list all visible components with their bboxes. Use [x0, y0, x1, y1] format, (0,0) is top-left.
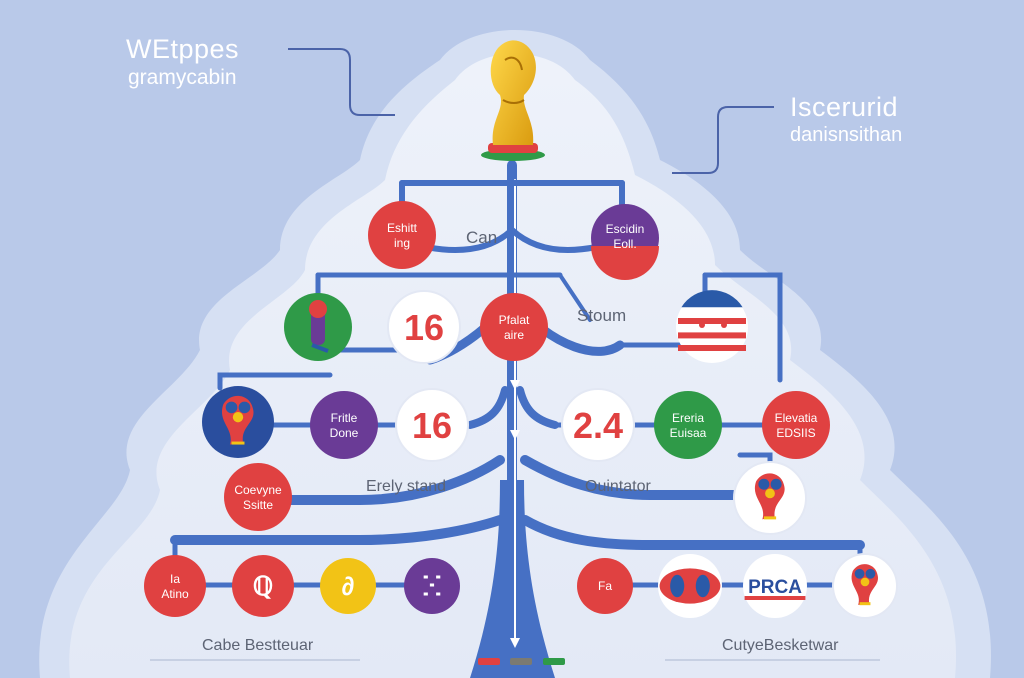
node-24: 2.4 [561, 388, 635, 462]
node-label: Eoll. [613, 237, 636, 251]
node-logo-blue [202, 386, 274, 458]
node-circle [144, 555, 206, 617]
node-circle [368, 201, 436, 269]
node-glyph: ⵘ [422, 571, 441, 601]
node-16-b: 16 [395, 388, 469, 462]
label-early-stand: Erely stand [366, 478, 447, 495]
top-right-subtitle: danisnsithan [790, 124, 903, 146]
node-label: Fritle [331, 411, 358, 425]
node-circle [480, 293, 548, 361]
node-b6 [658, 554, 722, 618]
node-label: Fa [598, 579, 612, 593]
node-circle [310, 391, 378, 459]
top-left-subtitle: gramycabin [128, 66, 237, 89]
label-bottom-left: Cabe Bestteuar [202, 637, 314, 654]
node-number: 16 [404, 307, 444, 348]
node-flag [676, 290, 748, 363]
corner-connectors [288, 48, 774, 174]
node-label: Done [330, 426, 359, 440]
node-b7: PRCA [743, 554, 807, 618]
top-left-title: WEtppes [126, 34, 240, 64]
label-stoum: Stoum [577, 306, 627, 325]
node-b5: Fa [577, 558, 633, 614]
node-label: Ereria [672, 411, 704, 425]
trunk-arrows [510, 380, 520, 648]
top-right-title: Iscerurid [790, 92, 899, 122]
node-b3: ∂ [320, 558, 376, 614]
node-circle [577, 558, 633, 614]
node-circle [320, 558, 376, 614]
node-label: Eshitt [387, 221, 418, 235]
node-circle [654, 391, 722, 459]
node-label: Atino [161, 587, 189, 601]
node-glyph: ∂ [342, 571, 355, 601]
node-circle [762, 391, 830, 459]
node-label: Pfalat [499, 313, 530, 327]
node-label: Euisaa [670, 426, 707, 440]
label-bottom-right: CutyeBesketwar [722, 637, 839, 654]
node-label: ing [394, 236, 410, 250]
node-16-a: 16 [387, 290, 461, 364]
node-b8 [832, 553, 898, 619]
node-circle [232, 555, 294, 617]
node-green-mascot [284, 293, 352, 361]
node-number: 2.4 [573, 405, 623, 446]
node-b2: ℚ [232, 555, 294, 617]
node-label: Ssitte [243, 498, 273, 512]
node-label: Elevatia [775, 411, 818, 425]
node-number: 16 [412, 405, 452, 446]
base-swatches [478, 658, 565, 665]
label-quintator: Ouintator [585, 478, 651, 495]
node-b4: ⵘ [404, 558, 460, 614]
node-label: Escidin [606, 222, 645, 236]
node-circle [404, 558, 460, 614]
trophy-icon [481, 40, 545, 161]
node-logo-white [733, 461, 807, 535]
node-label: aire [504, 328, 524, 342]
node-prca-text: PRCA [748, 577, 802, 598]
label-can: Can [466, 228, 498, 247]
node-label: EDSIIS [776, 426, 815, 440]
node-circle [224, 463, 292, 531]
node-label: Coevyne [234, 483, 282, 497]
node-glyph: ℚ [253, 571, 273, 601]
node-label: Ia [170, 572, 180, 586]
